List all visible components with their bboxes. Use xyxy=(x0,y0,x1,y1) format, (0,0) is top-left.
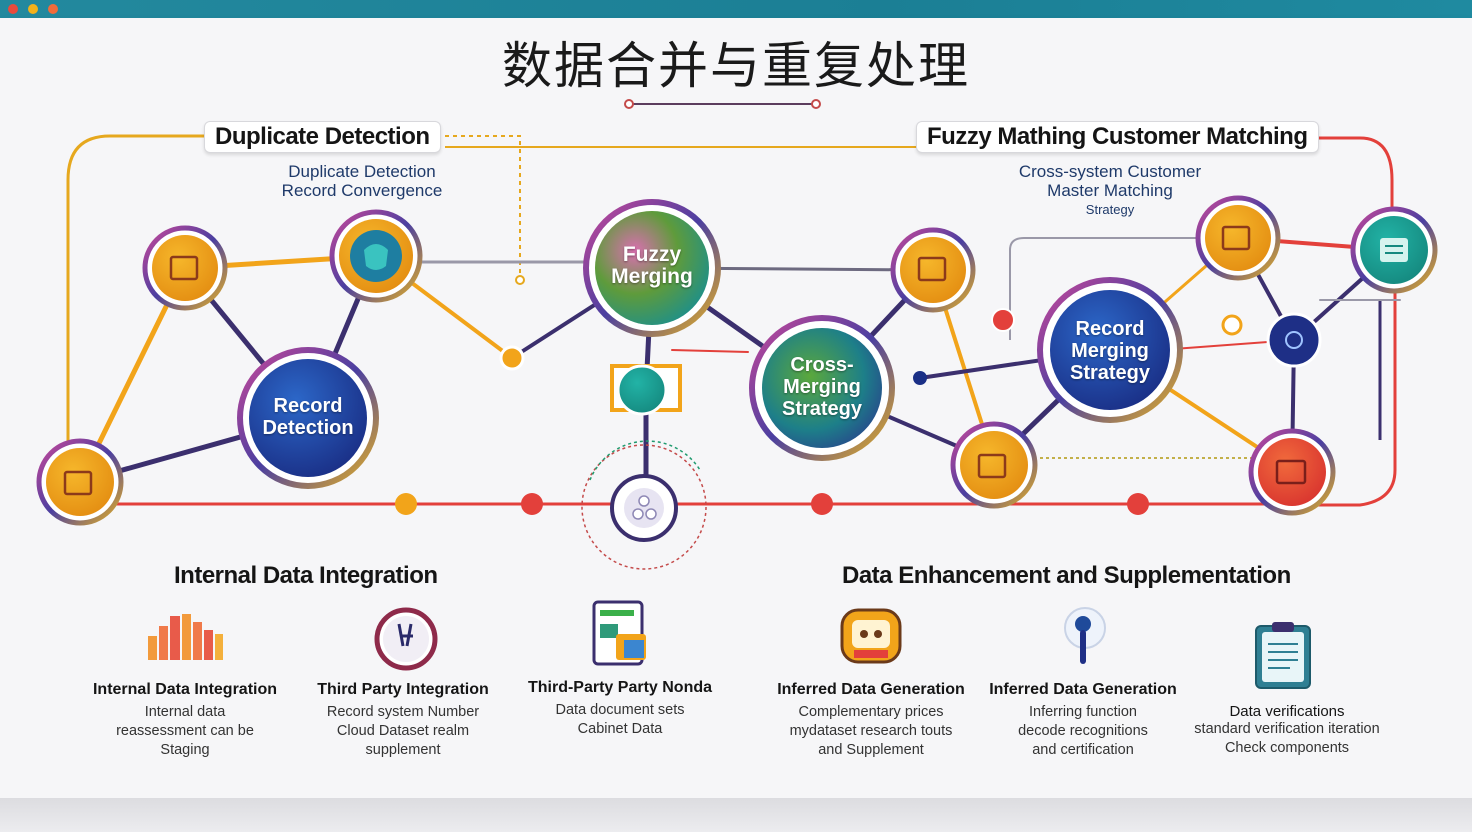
subtitle-line: Cross-system Customer xyxy=(1018,162,1202,181)
item-name: Internal Data Integration xyxy=(92,681,278,698)
item-name: Inferred Data Generation xyxy=(777,681,965,698)
bar-chart-icon xyxy=(148,614,223,660)
subtitle-line: Master Matching xyxy=(1047,181,1173,200)
fuzzy-matching-label: Fuzzy Mathing Customer Matching xyxy=(916,121,1319,153)
section-internal-heading: Internal Data Integration xyxy=(174,562,438,589)
item-description: Internal data reassessment can be Stagin… xyxy=(116,704,254,758)
node-teal-face[interactable] xyxy=(329,209,423,303)
item-internal-data-integration: Internal Data Integration Internal data … xyxy=(70,681,300,760)
node-orange-5[interactable] xyxy=(1195,195,1281,281)
fuzzy-matching-subtitle: Cross-system Customer Master Matching St… xyxy=(1000,162,1220,219)
node-text-line: Strategy xyxy=(1069,362,1151,384)
subtitle-line: Duplicate Detection xyxy=(288,162,436,181)
node-text-line: Strategy xyxy=(781,398,863,420)
item-data-verifications: Data verifications standard verification… xyxy=(1172,703,1402,758)
node-red[interactable] xyxy=(1248,428,1336,516)
node-text-line: Merging xyxy=(611,265,693,288)
title-divider xyxy=(624,99,821,109)
node-text-line: Merging xyxy=(783,376,861,398)
page-title: 数据合并与重复处理 xyxy=(502,38,970,94)
connector-dots xyxy=(499,275,1243,385)
subtitle-line: Record Convergence xyxy=(281,181,443,200)
record-merging-text: Record Merging Strategy xyxy=(1040,318,1180,384)
item-inferred-data-generation: Inferred Data Generation Complementary p… xyxy=(756,681,986,760)
clipboard-icon xyxy=(1255,622,1311,689)
node-fuzzy-merging[interactable] xyxy=(583,199,721,337)
maximize-dot-icon[interactable] xyxy=(48,4,58,14)
subtitle-line: Strategy xyxy=(1085,202,1135,217)
node-teal-small[interactable] xyxy=(616,364,668,416)
item-name: Third Party Integration xyxy=(317,681,489,698)
node-text-line: Fuzzy xyxy=(622,243,682,266)
item-third-party-nonda: Third-Party Party Nonda Data document se… xyxy=(505,679,735,739)
frame-connectors xyxy=(66,134,1397,507)
person-badge-icon xyxy=(374,607,438,671)
item-third-party-integration: Third Party Integration Record system Nu… xyxy=(288,681,518,760)
minimize-dot-icon[interactable] xyxy=(28,4,38,14)
node-center-gear[interactable] xyxy=(610,474,678,542)
robot-icon xyxy=(840,608,902,664)
node-orange-1[interactable] xyxy=(142,225,228,311)
cross-merging-text: Cross- Merging Strategy xyxy=(752,354,892,420)
node-orange-4[interactable] xyxy=(950,421,1038,509)
center-dashed-ring xyxy=(581,444,707,570)
base-timeline xyxy=(80,457,1300,515)
item-description: standard verification iteration Check co… xyxy=(1194,721,1380,756)
node-navy-small[interactable] xyxy=(1266,312,1322,368)
fuzzy-merging-text: Fuzzy Merging xyxy=(582,244,722,288)
node-record-detection[interactable] xyxy=(237,347,379,489)
close-dot-icon[interactable] xyxy=(8,4,18,14)
pin-icon xyxy=(1064,607,1106,664)
duplicate-detection-subtitle: Duplicate Detection Record Convergence xyxy=(252,162,472,200)
node-text-line: Record xyxy=(273,395,343,417)
node-text-line: Record xyxy=(1075,318,1145,340)
duplicate-detection-label: Duplicate Detection xyxy=(204,121,441,153)
document-icon xyxy=(592,600,646,666)
node-text-line: Merging xyxy=(1071,340,1149,362)
item-name: Third-Party Party Nonda xyxy=(527,679,713,696)
item-name: Data verifications xyxy=(1229,703,1345,720)
node-text-line: Cross- xyxy=(790,354,854,376)
panel-shadow xyxy=(0,798,1472,832)
node-text-line: Detection xyxy=(262,417,354,439)
window-titlebar xyxy=(0,0,1472,18)
node-cross-merging[interactable] xyxy=(749,315,895,461)
section-enhancement-heading: Data Enhancement and Supplementation xyxy=(842,562,1291,589)
node-record-merging[interactable] xyxy=(1037,277,1183,423)
item-description: Data document sets Cabinet Data xyxy=(555,702,685,737)
item-description: Inferring function decode recognitions a… xyxy=(1018,704,1148,758)
node-orange-3[interactable] xyxy=(890,227,976,313)
item-inferred-data-generation-2: Inferred Data Generation Inferring funct… xyxy=(968,681,1198,760)
record-detection-text: Record Detection xyxy=(238,395,378,439)
node-orange-2[interactable] xyxy=(36,438,124,526)
item-description: Complementary prices mydataset research … xyxy=(789,704,953,758)
item-name: Inferred Data Generation xyxy=(989,681,1177,698)
node-teal-list[interactable] xyxy=(1350,206,1438,294)
item-description: Record system Number Cloud Dataset realm… xyxy=(326,704,480,758)
